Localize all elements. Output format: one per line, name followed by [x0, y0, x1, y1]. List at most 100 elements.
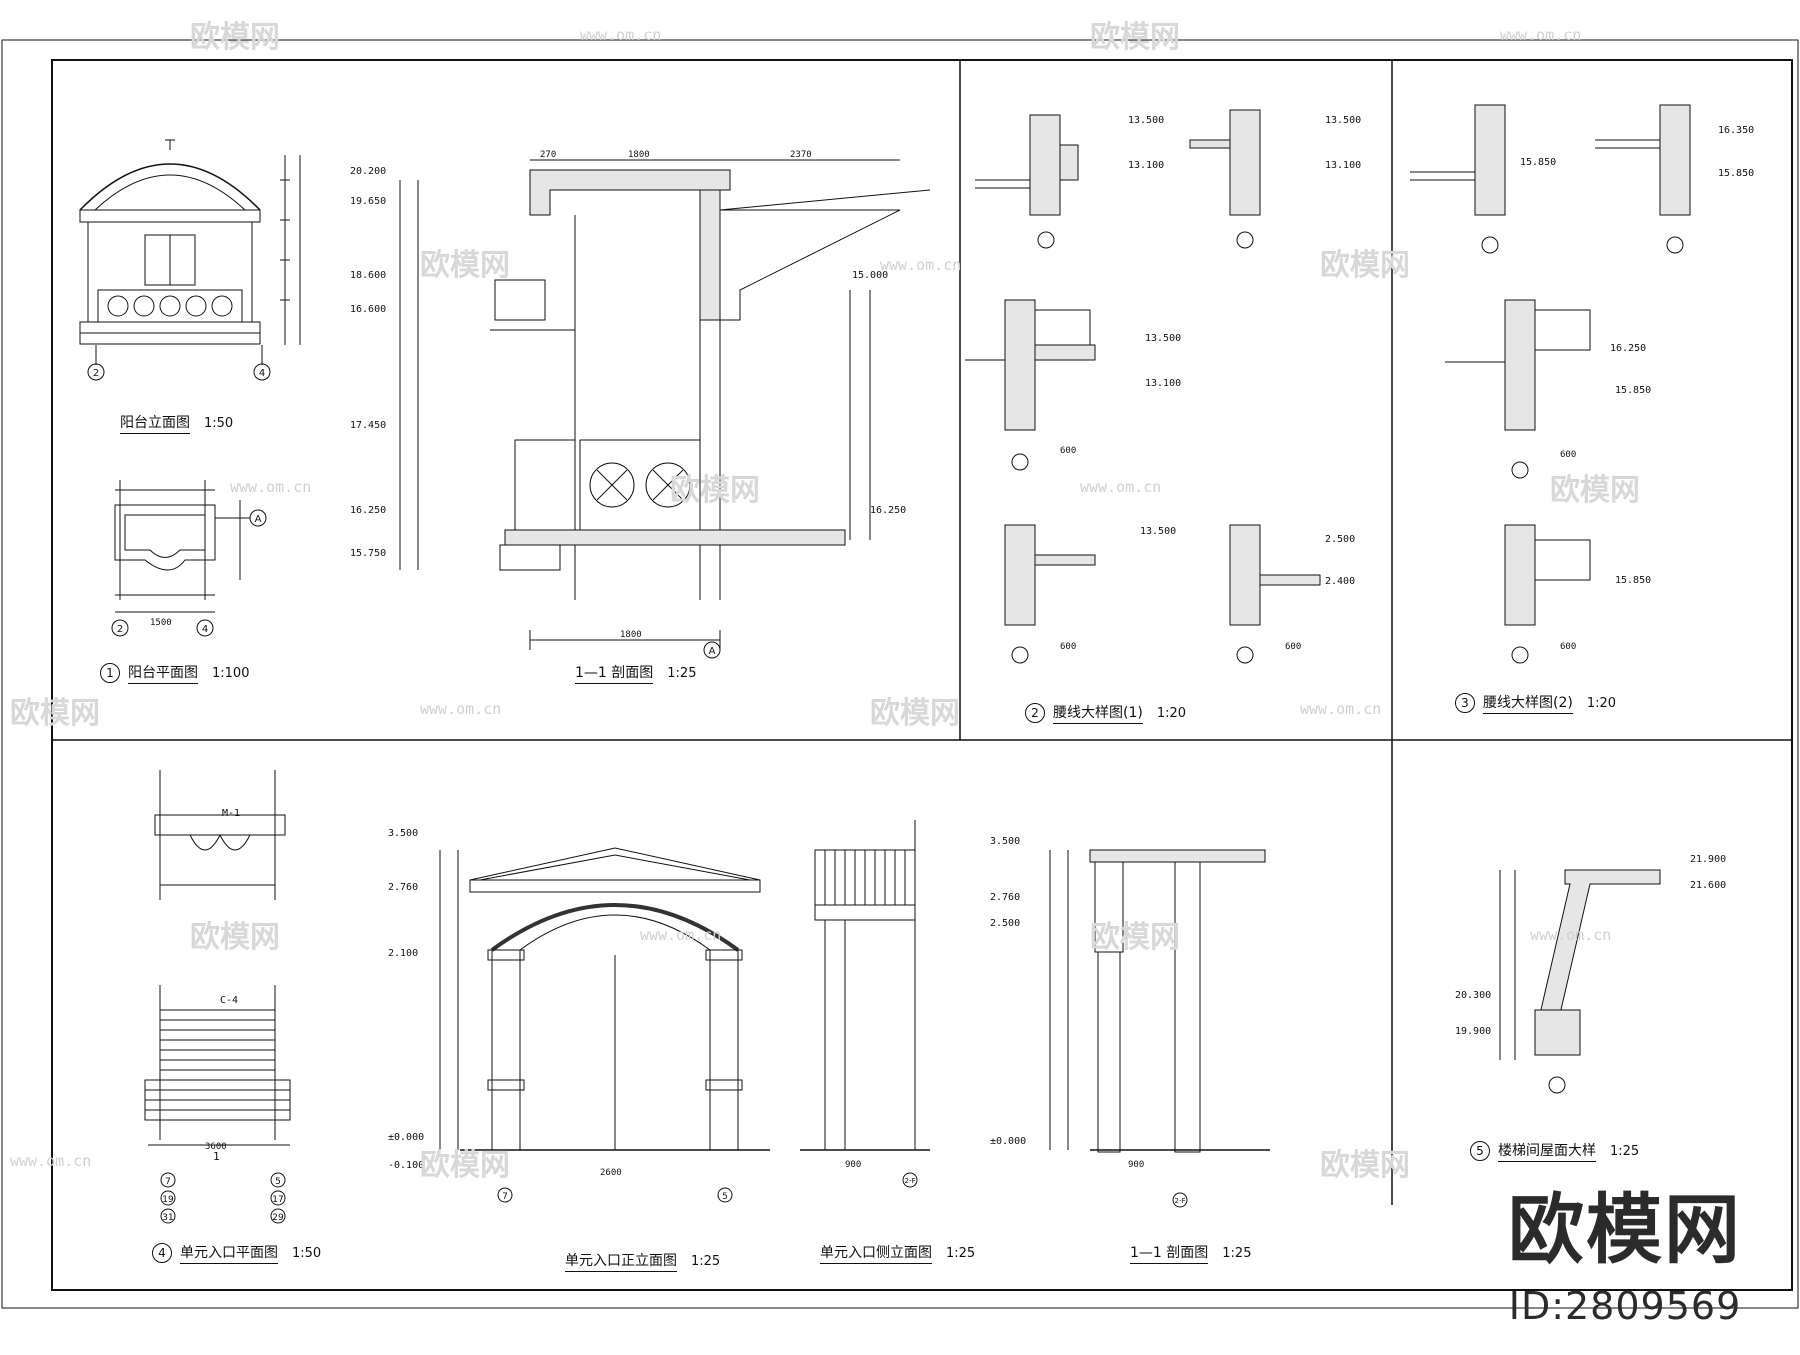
watermark-url: www.om.cn	[580, 26, 662, 44]
level-minus0100: -0.100	[388, 1160, 425, 1171]
svg-text:31: 31	[162, 1213, 173, 1223]
level-13500-c: 13.500	[1145, 333, 1182, 344]
svg-text:2: 2	[117, 624, 123, 635]
svg-text:2-F: 2-F	[904, 1177, 915, 1185]
svg-text:29: 29	[272, 1213, 284, 1223]
watermark: 欧模网	[190, 20, 280, 55]
dim-3600: 3600	[205, 1142, 227, 1152]
dim-270: 270	[540, 150, 557, 160]
balcony-elevation: 2 4	[79, 139, 301, 381]
level-13100-b: 13.100	[1325, 160, 1362, 171]
svg-text:5: 5	[722, 1192, 728, 1202]
watermark: 欧模网	[1320, 1148, 1410, 1183]
brand-name: 欧模网	[1508, 1185, 1742, 1274]
watermark-url: www.om.cn	[1500, 26, 1582, 44]
level-16250-c: 16.250	[1610, 343, 1647, 354]
level-13100-c: 13.100	[1145, 378, 1182, 389]
level-17450: 17.450	[350, 420, 387, 431]
level-20300: 20.300	[1455, 990, 1492, 1001]
level-21900: 21.900	[1690, 854, 1727, 865]
level-16250-right: 16.250	[870, 505, 907, 516]
level-19650: 19.650	[350, 196, 387, 207]
dim-600-c: 600	[1285, 642, 1302, 652]
level-2500-b: 2.500	[990, 918, 1021, 929]
watermark: 欧模网	[670, 473, 760, 508]
svg-text:17: 17	[272, 1195, 283, 1205]
brand-id: ID:2809569	[1508, 1284, 1742, 1328]
level-2500: 2.500	[1325, 534, 1356, 545]
dim-1500: 1500	[150, 618, 172, 628]
level-21600: 21.600	[1690, 880, 1727, 891]
svg-text:A: A	[709, 646, 716, 657]
dim-2600: 2600	[600, 1168, 622, 1178]
axis-4: 4	[259, 368, 265, 379]
level-3500-b: 3.500	[990, 836, 1021, 847]
level-13500-b: 13.500	[1325, 115, 1362, 126]
level-0000-b: ±0.000	[990, 1136, 1027, 1147]
stair-roof-detail	[1499, 869, 1661, 1094]
entrance-front-elevation: 7 5	[439, 847, 770, 1203]
entrance-plan: 7 5 19 17 31 29	[144, 770, 291, 1224]
watermark-url: www.om.cn	[230, 478, 312, 496]
dim-600-b: 600	[1060, 642, 1077, 652]
watermark: 欧模网	[420, 1148, 510, 1183]
level-15850-a: 15.850	[1520, 157, 1557, 168]
watermark-url: www.om.cn	[880, 256, 962, 274]
watermark: 欧模网	[420, 248, 510, 283]
watermark-url: www.om.cn	[1080, 478, 1162, 496]
dim-600-e: 600	[1560, 642, 1577, 652]
window-c4: C-4	[220, 995, 239, 1006]
watermark: 欧模网	[1090, 920, 1180, 955]
level-13500-a: 13.500	[1128, 115, 1165, 126]
level-19900: 19.900	[1455, 1026, 1492, 1037]
level-3500-a: 3.500	[388, 828, 419, 839]
level-18600: 18.600	[350, 270, 387, 281]
balcony-plan: A 2 4	[111, 480, 267, 637]
level-20200: 20.200	[350, 166, 387, 177]
watermark-url: www.om.cn	[640, 926, 722, 944]
level-15000: 15.000	[852, 270, 889, 281]
level-13100-a: 13.100	[1128, 160, 1165, 171]
svg-text:19: 19	[162, 1195, 174, 1205]
watermark-url: www.om.cn	[10, 1152, 92, 1170]
level-2760-b: 2.760	[990, 892, 1021, 903]
section-1-1-top: A	[399, 159, 931, 659]
level-13500-d: 13.500	[1140, 526, 1177, 537]
watermark: 欧模网	[1320, 248, 1410, 283]
watermark-url: www.om.cn	[1300, 700, 1382, 718]
svg-text:4: 4	[202, 624, 208, 635]
dim-900-b: 900	[1128, 1160, 1145, 1170]
door-m1: M-1	[222, 808, 241, 819]
level-15850-c: 15.850	[1615, 385, 1652, 396]
entrance-section: 2-F	[1049, 849, 1270, 1208]
level-15850-d: 15.850	[1615, 575, 1652, 586]
svg-text:7: 7	[165, 1177, 171, 1187]
level-15850-b: 15.850	[1718, 168, 1755, 179]
dim-1800-bottom: 1800	[620, 630, 642, 640]
level-16350: 16.350	[1718, 125, 1755, 136]
watermark: 欧模网	[1090, 20, 1180, 55]
eave-details-2	[1410, 104, 1691, 664]
axis-2: 2	[93, 368, 99, 379]
watermark: 欧模网	[190, 920, 280, 955]
svg-text:5: 5	[275, 1177, 281, 1187]
level-15750: 15.750	[350, 548, 387, 559]
section-mark: 1	[213, 1150, 220, 1163]
dim-1800: 1800	[628, 150, 650, 160]
watermark: 欧模网	[870, 696, 960, 731]
dim-600-d: 600	[1560, 450, 1577, 460]
eave-details-1	[965, 109, 1321, 664]
dim-600-a: 600	[1060, 446, 1077, 456]
watermark: 欧模网	[1550, 473, 1640, 508]
